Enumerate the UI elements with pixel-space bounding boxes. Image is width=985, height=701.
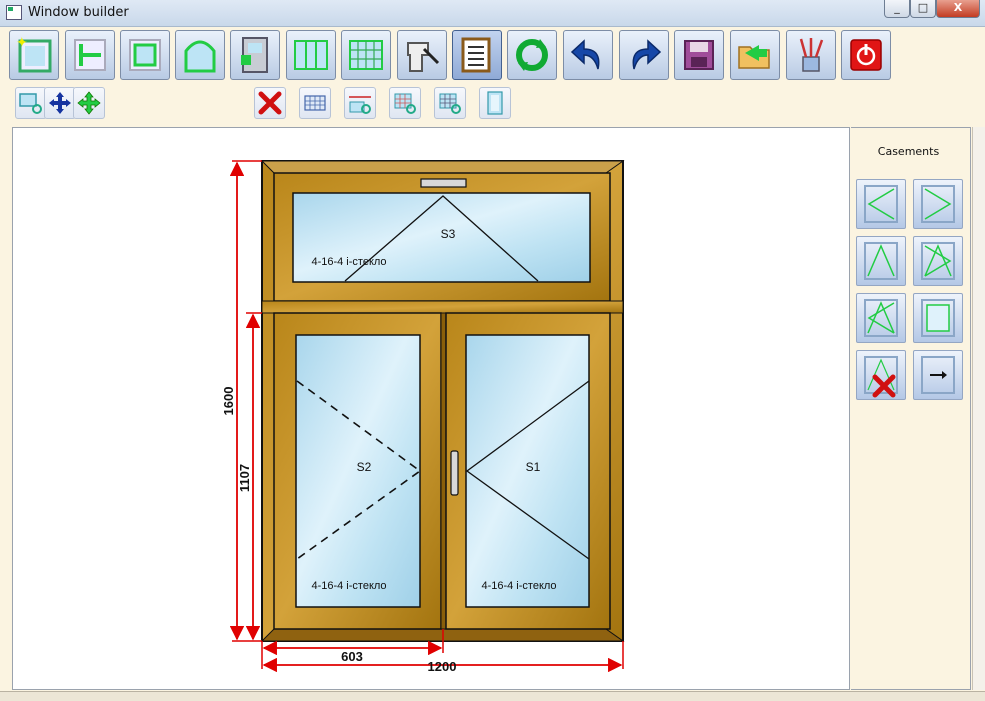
dimension-label-total-height: 1600 — [221, 387, 236, 416]
casements-panel: Casements — [851, 127, 971, 690]
dimension-label-lower-height: 1107 — [237, 464, 252, 492]
glass-label-s3: 4-16-4 і-стекло — [311, 256, 386, 268]
casement-right-icon — [921, 185, 955, 223]
glass-s2 — [295, 334, 421, 608]
dimension-total-width[interactable]: 1200 — [262, 641, 624, 674]
delete-button[interactable] — [254, 87, 286, 119]
delete-icon — [258, 91, 282, 115]
paint-icon — [799, 38, 824, 72]
glass-pane-button[interactable] — [479, 87, 511, 119]
glass-pane-icon — [487, 91, 503, 115]
redo-button[interactable] — [619, 30, 669, 80]
maximize-button[interactable]: □ — [910, 0, 936, 18]
undo-button[interactable] — [563, 30, 613, 80]
glass-grid-icon — [394, 93, 416, 114]
new-window-button[interactable]: ✦ — [9, 30, 59, 80]
dimension-label-left-width: 603 — [341, 649, 363, 664]
casement-tilt-turn-left-button[interactable] — [856, 293, 906, 343]
casement-remove-icon — [864, 356, 898, 398]
triple-sash-icon — [294, 40, 328, 70]
save-icon — [684, 40, 714, 70]
undo-icon — [570, 39, 600, 70]
sash-label-s2: S2 — [357, 460, 372, 474]
power-icon — [850, 39, 882, 71]
corner-connector-icon — [407, 42, 440, 72]
dimension-total-height[interactable]: 1600 — [221, 160, 262, 642]
casement-remove-button[interactable] — [856, 350, 906, 400]
sash-label-s1: S1 — [526, 460, 541, 474]
casement-tilt-icon — [864, 242, 898, 280]
window-title: Window builder — [28, 5, 129, 20]
zoom-in-icon — [19, 93, 42, 114]
close-button[interactable]: X — [936, 0, 980, 18]
dimension-label-total-width: 1200 — [428, 659, 457, 674]
save-button[interactable] — [674, 30, 724, 80]
grid-sash-button[interactable] — [341, 30, 391, 80]
frame-icon — [129, 39, 161, 71]
main-toolbar: ✦ — [0, 27, 985, 83]
grid-zoom-icon — [439, 93, 461, 114]
table-icon — [304, 95, 326, 111]
pan-icon — [77, 91, 101, 115]
secondary-toolbar — [0, 84, 985, 122]
refresh-icon — [516, 39, 548, 71]
casement-slide-button[interactable] — [913, 350, 963, 400]
zoom-in-button[interactable] — [15, 87, 47, 119]
open-folder-icon — [738, 45, 770, 69]
grid-sash-icon — [349, 40, 383, 70]
svg-text:✦: ✦ — [16, 35, 28, 50]
open-button[interactable] — [730, 30, 780, 80]
glass-label-s2: 4-16-4 і-стекло — [311, 580, 386, 592]
move-icon — [49, 92, 71, 114]
measure-icon — [349, 96, 371, 114]
minimize-button[interactable]: _ — [884, 0, 910, 18]
casement-fixed-button[interactable] — [913, 293, 963, 343]
move-button[interactable] — [44, 87, 76, 119]
grid-zoom-button[interactable] — [434, 87, 466, 119]
glass-s1 — [465, 334, 590, 608]
casement-right-button[interactable] — [913, 179, 963, 229]
properties-button[interactable] — [452, 30, 502, 80]
glass-grid-button[interactable] — [389, 87, 421, 119]
vertical-scrollbar[interactable] — [972, 127, 985, 690]
corner-connector-button[interactable] — [397, 30, 447, 80]
new-window-icon: ✦ — [16, 35, 52, 73]
paint-button[interactable] — [786, 30, 836, 80]
glass-s3 — [292, 192, 591, 283]
properties-list-icon — [461, 37, 491, 73]
door-icon — [241, 37, 268, 73]
window-drawing[interactable]: S3 4-16-4 і-стекло S2 4-16-4 і-стекло S1… — [13, 128, 849, 689]
handle-top — [420, 178, 467, 188]
casements-heading: Casements — [877, 145, 940, 158]
impost-button[interactable] — [65, 30, 115, 80]
title-bar: Window builder _ □ X — [0, 0, 985, 27]
triple-sash-button[interactable] — [286, 30, 336, 80]
handle-middle — [450, 450, 459, 496]
casement-slide-icon — [921, 356, 955, 394]
refresh-button[interactable] — [507, 30, 557, 80]
arch-icon — [184, 40, 216, 73]
casement-tilt-turn-right-icon — [921, 242, 955, 280]
exit-button[interactable] — [841, 30, 891, 80]
arch-button[interactable] — [175, 30, 225, 80]
casement-tilt-button[interactable] — [856, 236, 906, 286]
status-bar — [0, 691, 985, 701]
door-button[interactable] — [230, 30, 280, 80]
casement-left-icon — [864, 185, 898, 223]
drawing-canvas[interactable]: S3 4-16-4 і-стекло S2 4-16-4 і-стекло S1… — [12, 127, 850, 690]
casement-left-button[interactable] — [856, 179, 906, 229]
dimension-lower-height[interactable]: 1107 — [237, 312, 262, 641]
redo-icon — [632, 39, 662, 70]
measure-button[interactable] — [344, 87, 376, 119]
casement-fixed-icon — [921, 299, 955, 337]
frame-button[interactable] — [120, 30, 170, 80]
pan-button[interactable] — [73, 87, 105, 119]
table-button[interactable] — [299, 87, 331, 119]
glass-label-s1: 4-16-4 і-стекло — [481, 580, 556, 592]
sash-label-s3: S3 — [441, 227, 456, 241]
casement-tilt-turn-right-button[interactable] — [913, 236, 963, 286]
impost-icon — [74, 39, 106, 71]
casement-tilt-turn-left-icon — [864, 299, 898, 337]
app-icon — [6, 5, 22, 20]
